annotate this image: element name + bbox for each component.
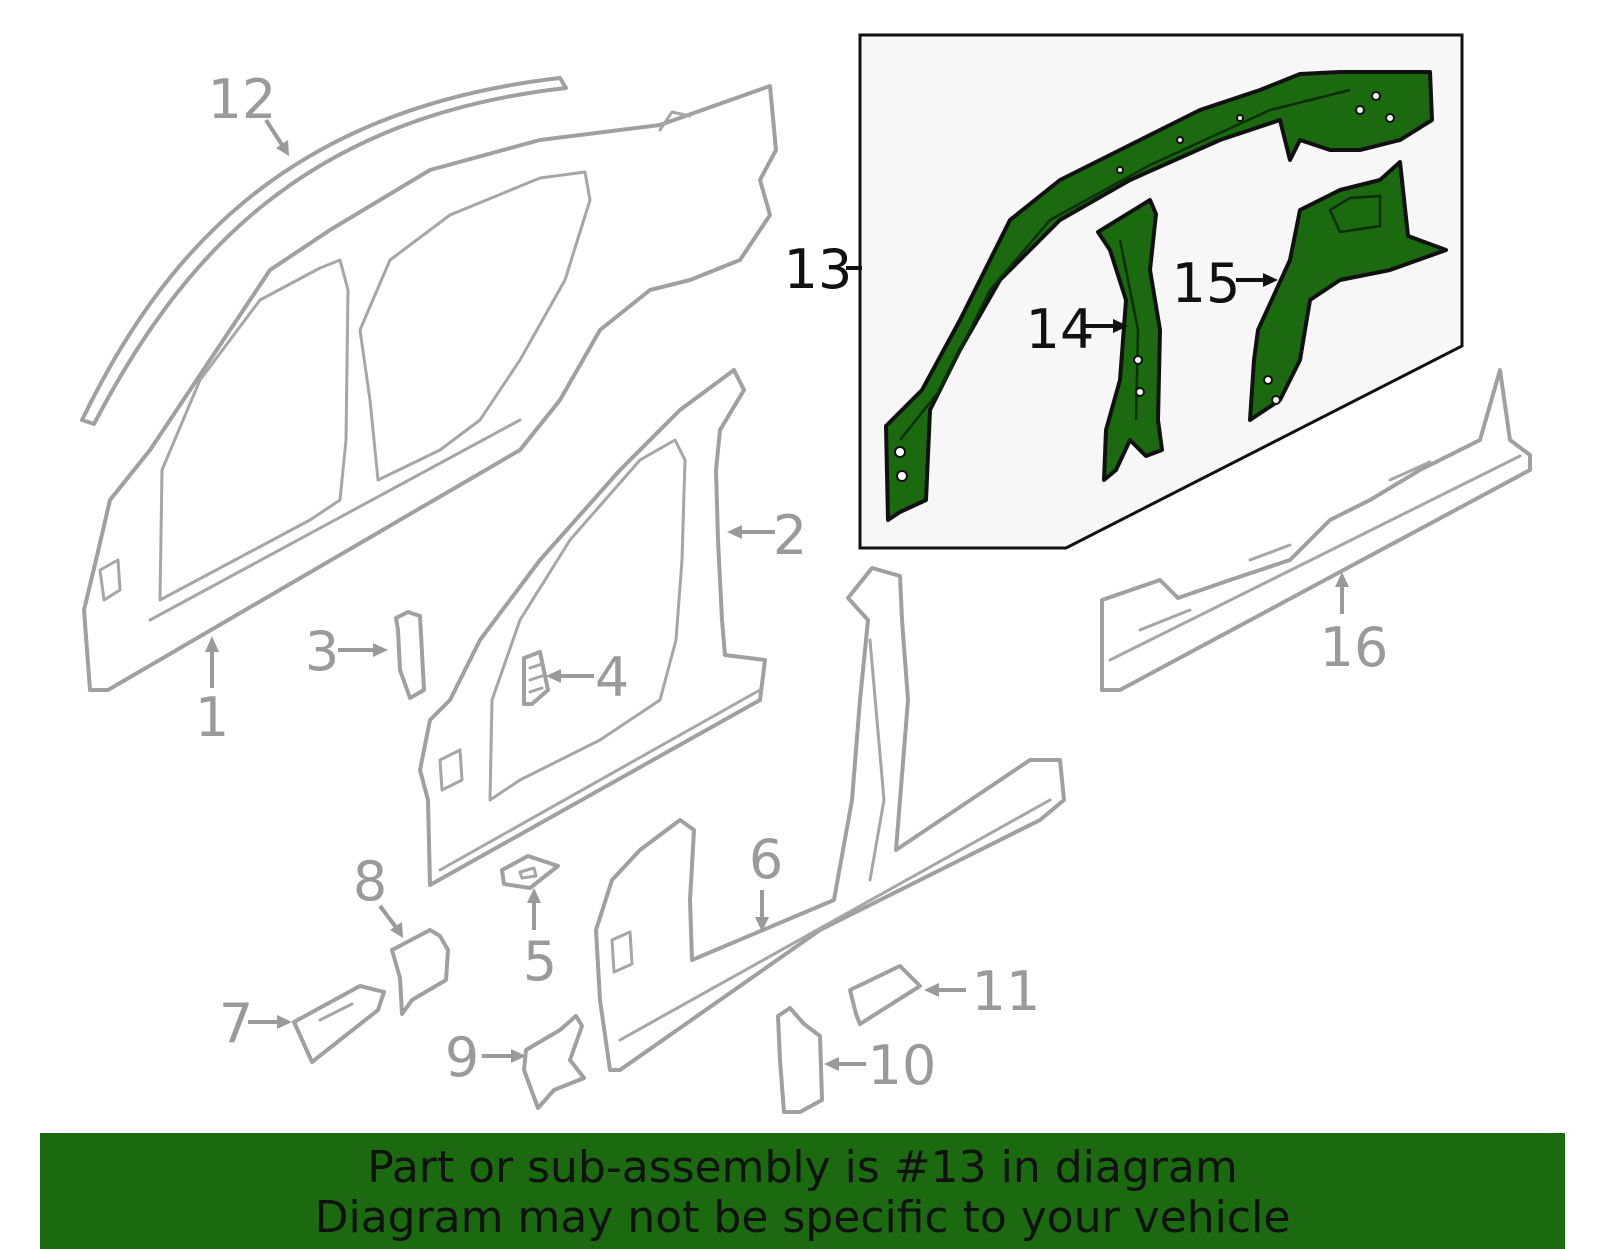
- inset-panel: [858, 33, 1464, 550]
- part-14-pillar-reinforcement[interactable]: [1096, 198, 1164, 482]
- callout-1: 1: [195, 686, 229, 749]
- part-10-bracket[interactable]: [776, 1006, 824, 1114]
- callout-5: 5: [523, 930, 557, 993]
- part-8-bracket[interactable]: [390, 928, 450, 1016]
- part-16-rocker-panel[interactable]: [1100, 368, 1532, 692]
- info-banner: Part or sub-assembly is #13 in diagram D…: [40, 1133, 1565, 1249]
- part-13-highlighted-assembly[interactable]: [884, 70, 1434, 522]
- part-9-bracket[interactable]: [522, 1014, 586, 1110]
- callout-6: 6: [749, 828, 783, 891]
- callout-10: 10: [868, 1034, 937, 1097]
- leader-lines: [205, 118, 1349, 1071]
- callout-15: 15: [1172, 252, 1241, 315]
- part-3-bracket[interactable]: [394, 610, 426, 700]
- part-15-wheelhouse-inner[interactable]: [1248, 160, 1448, 422]
- part-1-outer-side-panel[interactable]: [82, 84, 778, 692]
- callout-16: 16: [1320, 616, 1389, 679]
- callout-12: 12: [208, 68, 277, 131]
- part-2-inner-side-frame[interactable]: [418, 368, 767, 887]
- callout-11: 11: [972, 960, 1041, 1023]
- part-11-plate[interactable]: [848, 964, 922, 1026]
- callout-8: 8: [353, 850, 387, 913]
- callout-14: 14: [1026, 298, 1095, 361]
- callout-4: 4: [595, 646, 629, 709]
- part-6-pillar-rocker-inner[interactable]: [594, 566, 1066, 1072]
- part-4-reinforcement[interactable]: [522, 650, 550, 706]
- banner-line-2: Diagram may not be specific to your vehi…: [314, 1192, 1291, 1243]
- part-12-roof-moulding[interactable]: [80, 76, 568, 426]
- part-7-gusset[interactable]: [292, 984, 386, 1064]
- banner-line-1: Part or sub-assembly is #13 in diagram: [367, 1142, 1238, 1193]
- callout-7: 7: [219, 992, 253, 1055]
- part-5-plate[interactable]: [500, 854, 560, 890]
- callout-13: 13: [784, 238, 853, 301]
- callout-2: 2: [773, 504, 807, 567]
- callout-9: 9: [445, 1026, 479, 1089]
- callout-3: 3: [305, 620, 339, 683]
